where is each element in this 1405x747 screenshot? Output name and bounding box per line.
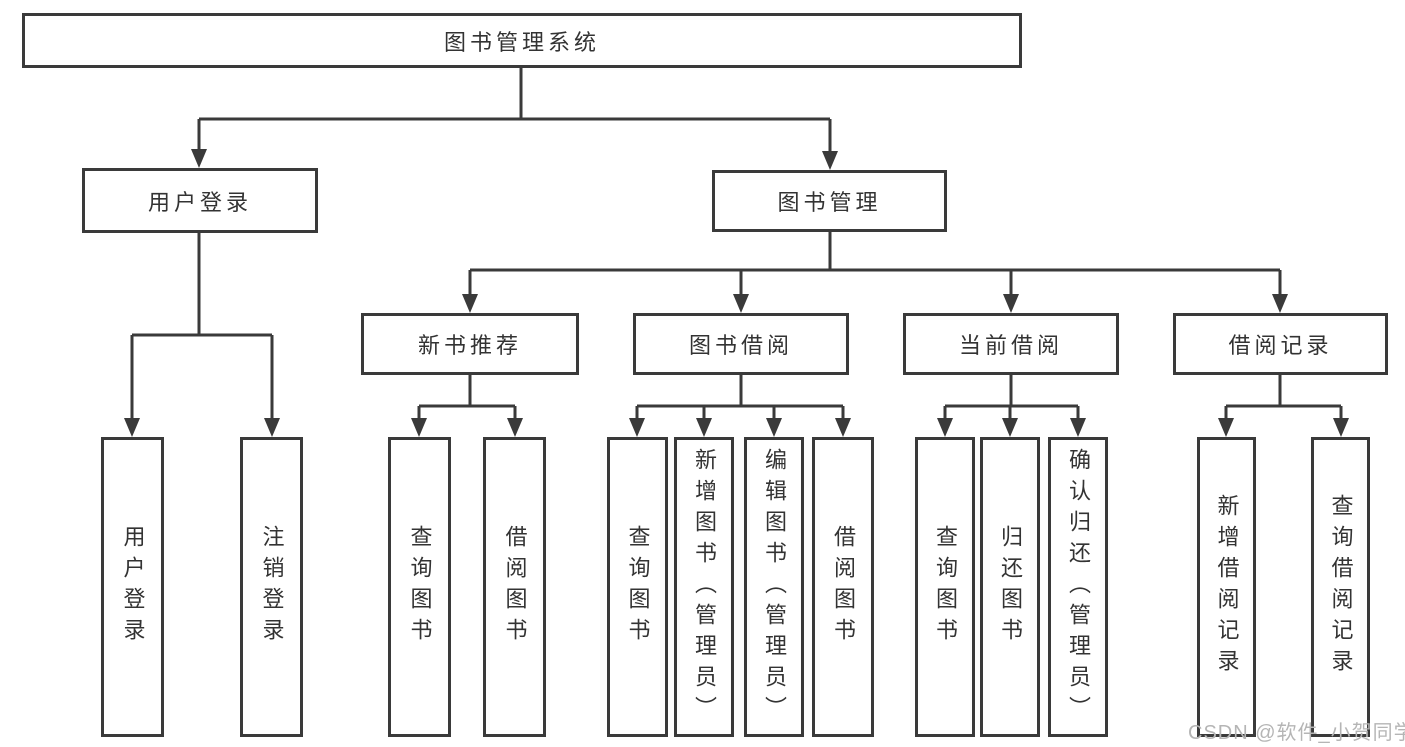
- leaf-add-borrow-record: 新增借阅记录: [1197, 437, 1256, 737]
- leaf-user-login-label: 用户登录: [120, 525, 146, 649]
- leaf-query-books-current-label: 查询图书: [933, 525, 958, 649]
- leaf-query-borrow-record-label: 查询借阅记录: [1328, 494, 1354, 680]
- leaf-add-books-admin-label: 新增图书（管理员）: [692, 447, 717, 727]
- node-current-borrowing-label: 当前借阅: [958, 333, 1063, 358]
- leaf-query-books-recommend: 查询图书: [388, 437, 451, 737]
- watermark: CSDN @软件_小贺同学: [1188, 722, 1405, 744]
- leaf-borrow-books-recommend-label: 借阅图书: [502, 525, 528, 649]
- node-user-login: 用户登录: [82, 168, 318, 233]
- leaf-borrow-books-borrowing: 借阅图书: [812, 437, 874, 737]
- leaf-logout-login: 注销登录: [240, 437, 303, 737]
- leaf-query-books-borrowing: 查询图书: [607, 437, 668, 737]
- node-book-borrowing: 图书借阅: [633, 313, 849, 375]
- node-user-login-label: 用户登录: [147, 189, 252, 215]
- leaf-query-books-current: 查询图书: [915, 437, 975, 737]
- leaf-edit-books-admin-label: 编辑图书（管理员）: [762, 447, 787, 727]
- leaf-return-books: 归还图书: [980, 437, 1040, 737]
- node-book-management: 图书管理: [712, 170, 947, 232]
- leaf-query-books-recommend-label: 查询图书: [407, 525, 433, 649]
- leaf-return-books-label: 归还图书: [998, 525, 1023, 649]
- leaf-edit-books-admin: 编辑图书（管理员）: [744, 437, 804, 737]
- node-new-book-recommendation-label: 新书推荐: [417, 333, 522, 358]
- node-book-management-label: 图书管理: [777, 190, 882, 215]
- leaf-borrow-books-recommend: 借阅图书: [483, 437, 546, 737]
- node-book-borrowing-label: 图书借阅: [688, 333, 793, 358]
- leaf-add-books-admin: 新增图书（管理员）: [674, 437, 734, 737]
- leaf-confirm-return-admin-label: 确认归还（管理员）: [1066, 447, 1091, 727]
- leaf-user-login: 用户登录: [101, 437, 164, 737]
- leaf-logout-login-label: 注销登录: [259, 525, 285, 649]
- node-borrowing-records-label: 借阅记录: [1228, 333, 1333, 358]
- node-current-borrowing: 当前借阅: [903, 313, 1119, 375]
- leaf-query-borrow-record: 查询借阅记录: [1311, 437, 1370, 737]
- node-library-management-system: 图书管理系统: [22, 13, 1022, 68]
- leaf-query-books-borrowing-label: 查询图书: [625, 525, 651, 649]
- leaf-confirm-return-admin: 确认归还（管理员）: [1048, 437, 1108, 737]
- node-borrowing-records: 借阅记录: [1173, 313, 1388, 375]
- node-library-management-system-label: 图书管理系统: [443, 29, 600, 55]
- leaf-borrow-books-borrowing-label: 借阅图书: [831, 525, 856, 649]
- leaf-add-borrow-record-label: 新增借阅记录: [1214, 494, 1240, 680]
- node-new-book-recommendation: 新书推荐: [361, 313, 579, 375]
